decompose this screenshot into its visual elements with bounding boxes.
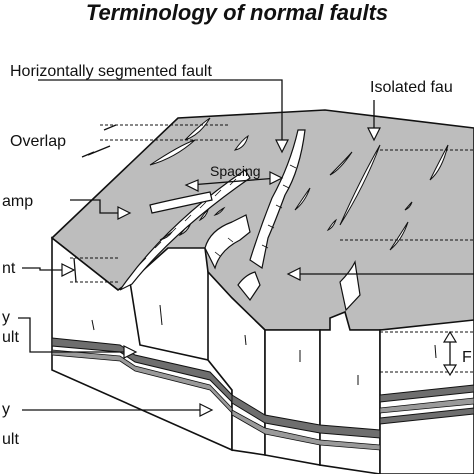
lens-faults xyxy=(149,117,449,251)
label-fault-lower-1: y xyxy=(2,401,10,418)
label-right-letter: F xyxy=(462,349,472,366)
front-tick-marks xyxy=(91,304,437,385)
label-fault-lower-2: ult xyxy=(2,431,19,448)
arrowheads xyxy=(61,127,458,417)
label-fault-upper-2: ult xyxy=(2,329,19,346)
dashed-guides xyxy=(70,124,474,373)
fault-scarps xyxy=(119,129,361,312)
annotation-lines xyxy=(18,79,474,411)
stratigraphic-layers xyxy=(51,337,474,451)
label-fault-upper-1: y xyxy=(2,309,10,326)
label-spacing: Spacing xyxy=(210,163,261,179)
label-nt: nt xyxy=(2,260,16,277)
label-overlap: Overlap xyxy=(10,133,66,150)
label-ramp: amp xyxy=(2,193,33,210)
label-isolated-fault: Isolated fau xyxy=(370,79,453,96)
label-horizontally-segmented-fault: Horizontally segmented fault xyxy=(10,63,212,80)
scarp-hatching xyxy=(139,164,297,265)
diagram-title: Terminology of normal faults xyxy=(86,0,388,25)
